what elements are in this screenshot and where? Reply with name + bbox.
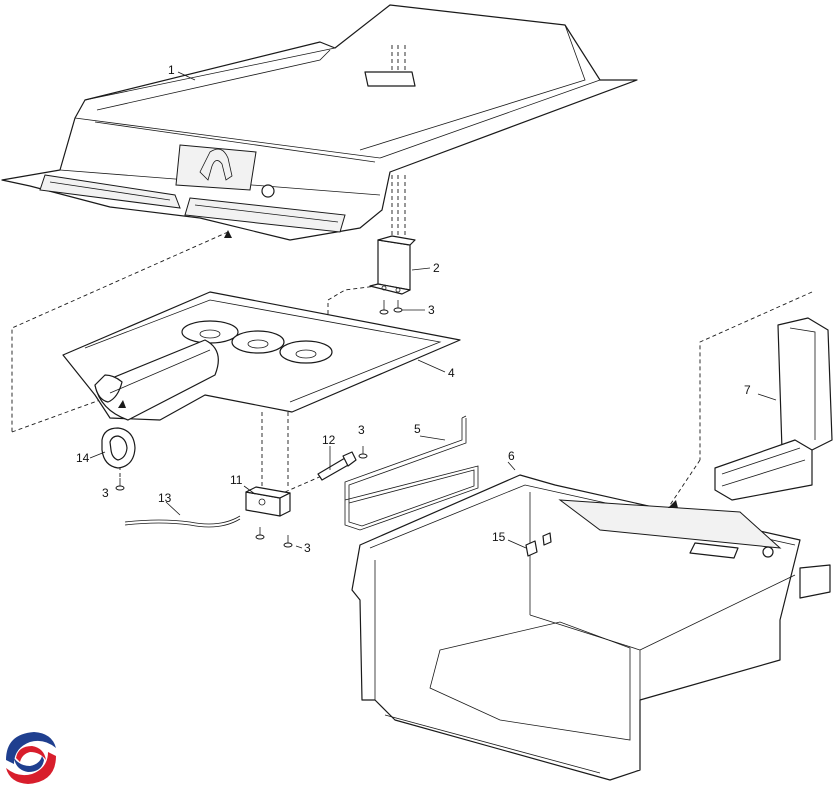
part-2-bracket: [369, 235, 416, 295]
callout-labels: 1 2 3 4 3 5 6 7 12 11 14 3 13 3 15: [76, 63, 751, 555]
part-4-burner-tray: [62, 291, 461, 421]
part-11-valve-block: [245, 486, 291, 517]
screw-hardware: [115, 300, 403, 548]
leader-lines: [89, 71, 777, 549]
part-15-clip: [525, 532, 552, 557]
callout-15: 15: [492, 530, 506, 544]
callout-3-bracket: 3: [428, 303, 435, 317]
screw-a: [379, 300, 389, 315]
part-13-wire: [124, 515, 241, 528]
callout-14: 14: [76, 451, 90, 465]
screw-d: [115, 478, 125, 491]
part-6-oven-body: [351, 474, 831, 781]
callout-3-valve: 3: [304, 541, 311, 555]
callout-3-igniter: 3: [358, 423, 365, 437]
callout-11: 11: [230, 473, 243, 487]
screw-b: [393, 300, 403, 313]
screw-c: [358, 446, 368, 459]
callout-12: 12: [322, 433, 336, 447]
screw-e: [255, 527, 265, 540]
direction-arrows: [118, 230, 678, 508]
callout-6: 6: [508, 449, 515, 463]
callout-7: 7: [744, 383, 751, 397]
assembly-guide-lines: [11, 45, 813, 506]
callout-13: 13: [158, 491, 172, 505]
part-7-side-bracket: [714, 317, 833, 501]
part-1-top-cover: [1, 4, 638, 241]
part-14-ring: [101, 427, 136, 469]
callout-4: 4: [448, 366, 455, 380]
brand-swirl-logo: [3, 731, 57, 785]
callout-2: 2: [433, 261, 440, 275]
screw-f: [283, 535, 293, 548]
part-5-heating-element: [344, 415, 479, 531]
callout-5: 5: [414, 422, 421, 436]
callout-1: 1: [168, 63, 175, 77]
callout-3-ring: 3: [102, 486, 109, 500]
part-12-igniter: [317, 451, 357, 481]
